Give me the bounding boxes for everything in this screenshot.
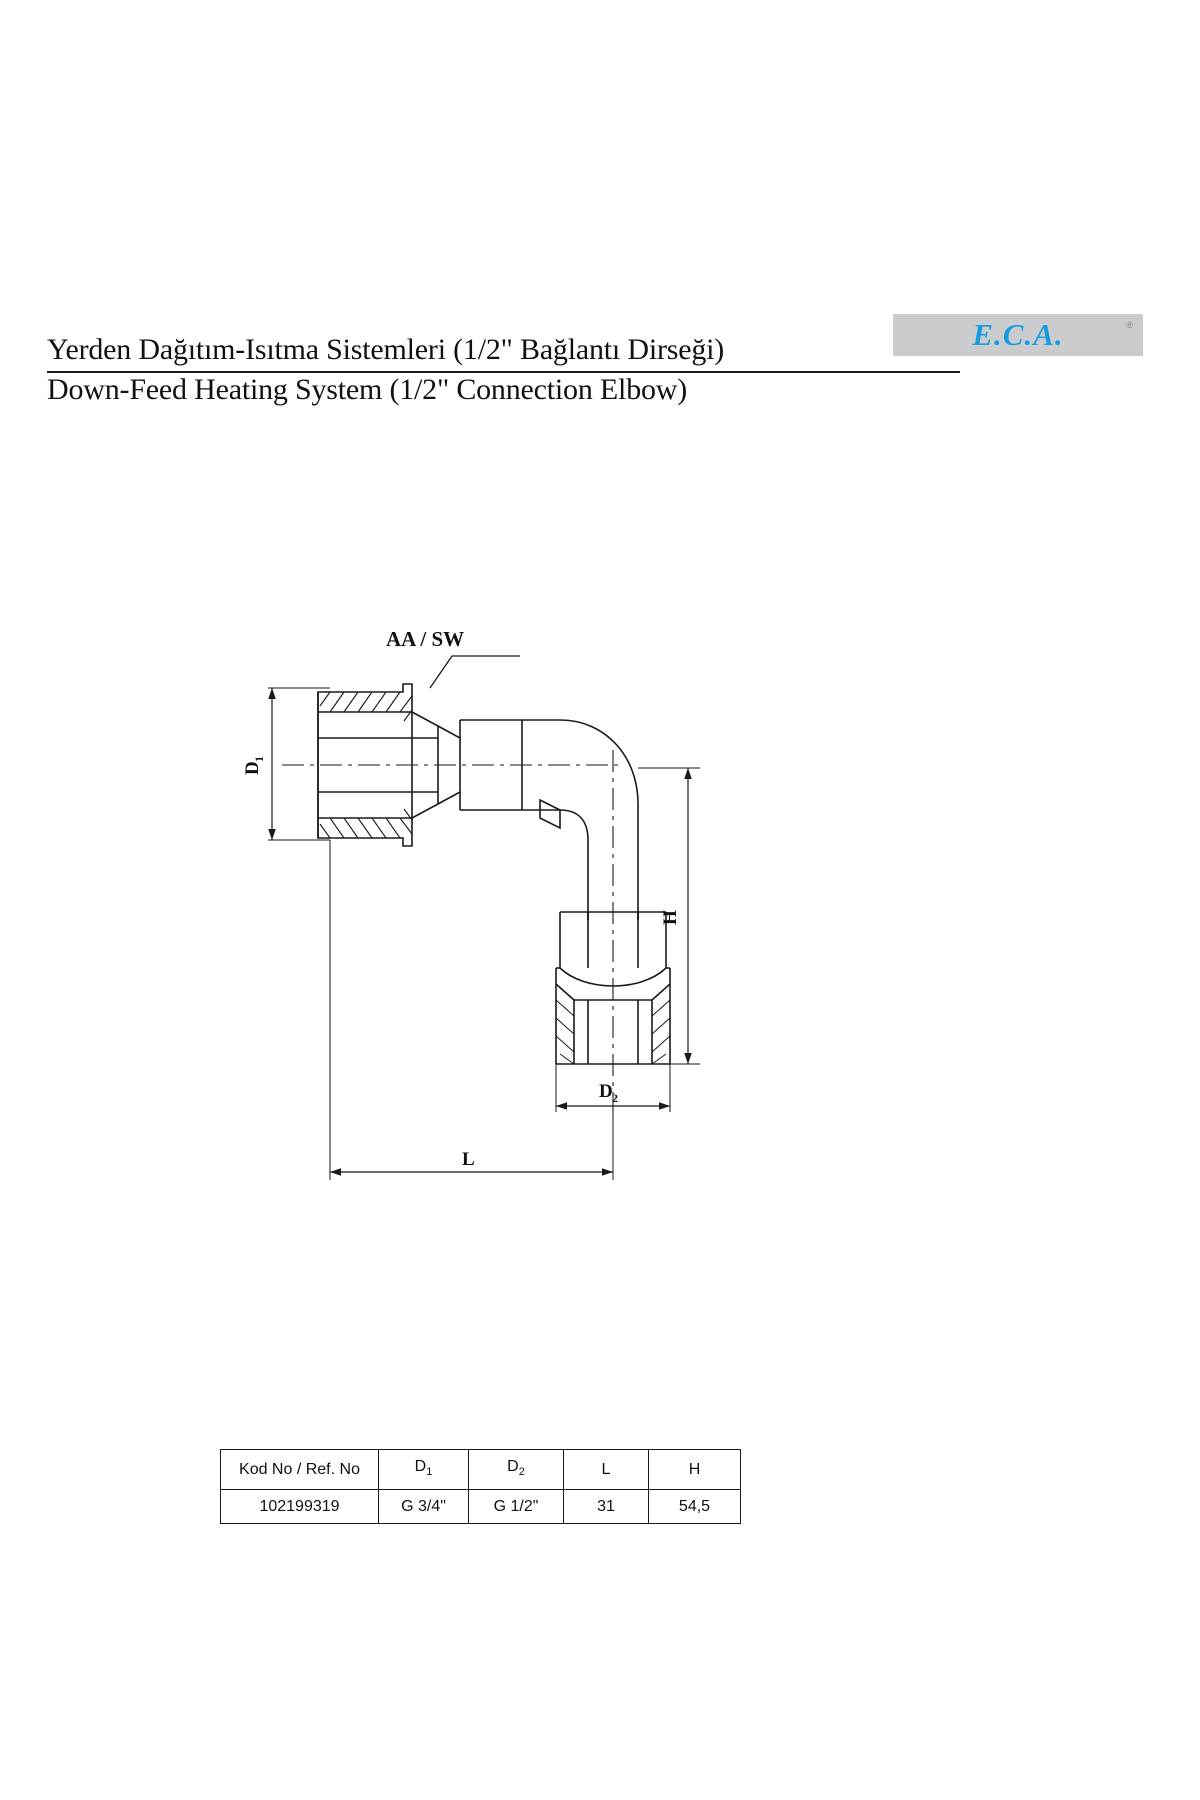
registered-mark-icon: ®	[1126, 320, 1133, 330]
title-divider	[47, 371, 960, 373]
table-row: 102199319 G 3/4" G 1/2" 31 54,5	[220, 1489, 741, 1525]
elbow-fitting-drawing: AA / SW D 1 H D 2 L	[242, 627, 700, 1180]
cell-l: 31	[563, 1489, 649, 1525]
svg-text:D: D	[242, 761, 263, 775]
page-title: Yerden Dağıtım-Isıtma Sistemleri (1/2" B…	[47, 330, 1047, 410]
svg-text:2: 2	[612, 1091, 618, 1105]
label-aa-sw: AA / SW	[386, 627, 464, 651]
svg-text:D: D	[599, 1081, 613, 1102]
label-h: H	[660, 910, 681, 925]
label-l: L	[462, 1149, 475, 1170]
label-d1: D 1	[242, 756, 266, 775]
specification-table: Kod No / Ref. No D1 D2 L H 102199319 G 3…	[220, 1448, 741, 1525]
svg-text:H: H	[660, 910, 681, 925]
table-header-l: L	[563, 1448, 649, 1491]
cell-d1: G 3/4"	[378, 1489, 469, 1525]
brand-logo: E.C.A. ®	[893, 314, 1143, 356]
title-turkish: Yerden Dağıtım-Isıtma Sistemleri (1/2" B…	[47, 333, 725, 366]
cell-h: 54,5	[648, 1489, 741, 1525]
svg-text:1: 1	[252, 756, 266, 762]
cell-d2: G 1/2"	[468, 1489, 564, 1525]
label-d2: D 2	[599, 1081, 618, 1105]
technical-drawing: AA / SW D 1 H D 2 L	[0, 560, 1200, 1220]
table-header-ref-no: Kod No / Ref. No	[220, 1448, 379, 1491]
title-english: Down-Feed Heating System (1/2" Connectio…	[47, 373, 688, 406]
cell-ref-no: 102199319	[220, 1489, 379, 1525]
brand-logo-text: E.C.A.	[972, 317, 1064, 352]
table-header-row: Kod No / Ref. No D1 D2 L H	[220, 1448, 741, 1491]
table-header-d1: D1	[378, 1448, 469, 1491]
table-header-d2: D2	[468, 1448, 564, 1491]
table-header-h: H	[648, 1448, 741, 1491]
